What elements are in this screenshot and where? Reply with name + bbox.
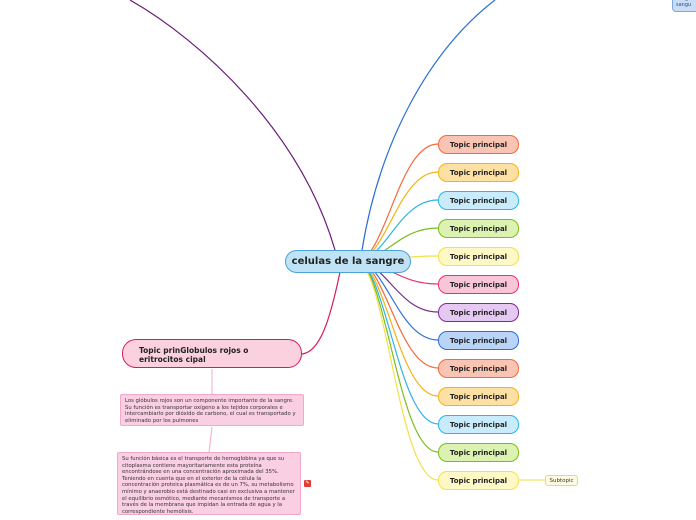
topic-principal-label: Topic principal [449,476,508,485]
topic-principal-label: Topic principal [449,308,508,317]
left-main-topic-label: Topic prinGlobulos rojos o eritrocitos c… [139,346,249,364]
topic-principal-label: Topic principal [449,280,508,289]
branch-line-upper-left [129,0,336,251]
subtopic-label: Subtopic [549,477,574,484]
corner-topic-node[interactable]: coagul sangu [672,0,696,12]
corner-topic-text: coagul sangu [676,0,693,8]
topic-principal-label: Topic principal [449,168,508,177]
note-icon[interactable]: ✎ [304,480,311,487]
topic-principal-10[interactable]: Topic principal [438,387,519,406]
topic-principal-label: Topic principal [449,392,508,401]
topic-principal-8[interactable]: Topic principal [438,331,519,350]
topic-principal-label: Topic principal [449,140,508,149]
topic-principal-label: Topic principal [449,364,508,373]
note-callout-2[interactable]: Su función básica es el transporte de he… [117,452,301,515]
topic-principal-2[interactable]: Topic principal [438,163,519,182]
central-topic[interactable]: celulas de la sangre [285,250,411,273]
topic-principal-label: Topic principal [449,196,508,205]
note-callout-1-text: Los glóbulos rojos son un componente imp… [125,398,296,424]
central-topic-label: celulas de la sangre [291,256,405,267]
note-callout-1[interactable]: Los glóbulos rojos son un componente imp… [120,394,304,426]
topic-principal-label: Topic principal [449,420,508,429]
topic-principal-label: Topic principal [449,336,508,345]
topic-principal-6[interactable]: Topic principal [438,275,519,294]
topic-principal-11[interactable]: Topic principal [438,415,519,434]
topic-principal-3[interactable]: Topic principal [438,191,519,210]
topic-principal-13[interactable]: Topic principal [438,471,519,490]
note2-connector [208,426,213,453]
topic-principal-label: Topic principal [449,448,508,457]
topic-principal-label: Topic principal [449,252,508,261]
topic-principal-label: Topic principal [449,224,508,233]
topic-connector-11 [355,260,439,425]
branch-line-left-topic [301,271,341,355]
left-main-topic[interactable]: Topic prinGlobulos rojos o eritrocitos c… [122,339,302,368]
subtopic-node[interactable]: Subtopic [545,475,578,486]
topic-connector-10 [355,260,439,397]
topic-connector-9 [355,260,439,369]
topic-principal-12[interactable]: Topic principal [438,443,519,462]
topic-principal-1[interactable]: Topic principal [438,135,519,154]
note-callout-2-text: Su función básica es el transporte de he… [122,456,295,515]
topic-principal-9[interactable]: Topic principal [438,359,519,378]
topic-principal-4[interactable]: Topic principal [438,219,519,238]
topic-principal-5[interactable]: Topic principal [438,247,519,266]
topic-principal-7[interactable]: Topic principal [438,303,519,322]
branch-line-upper-right [361,0,496,251]
